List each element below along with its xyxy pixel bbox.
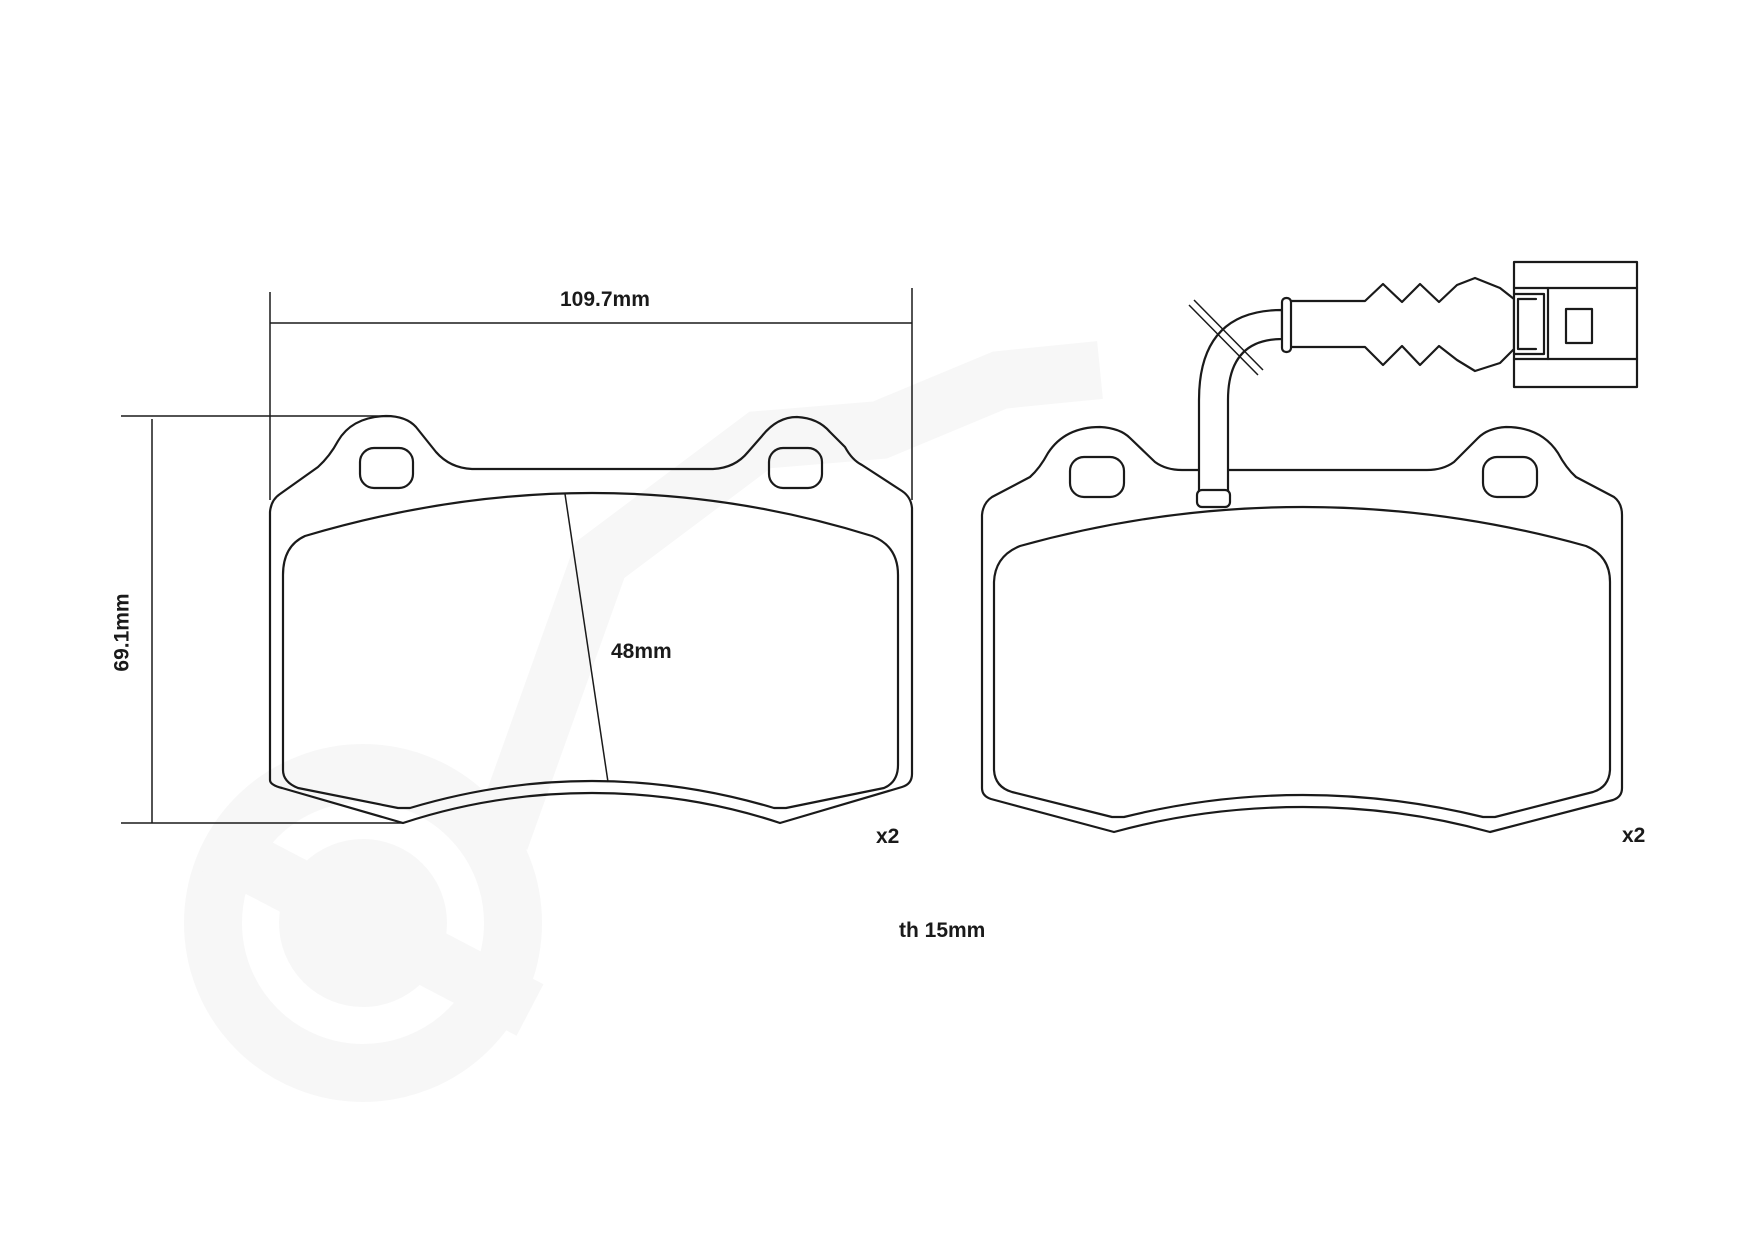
sensor-tube bbox=[1287, 276, 1516, 373]
friction-material-outline bbox=[992, 505, 1612, 819]
mounting-hole-right bbox=[1481, 455, 1539, 499]
cut-mark-icon bbox=[1188, 299, 1264, 376]
friction-material-outline bbox=[281, 491, 900, 810]
backing-plate-outline bbox=[980, 425, 1624, 834]
mounting-hole-right bbox=[767, 446, 824, 490]
right-pad bbox=[980, 260, 1639, 834]
right-pad-quantity: x2 bbox=[1622, 824, 1646, 847]
height-dimension bbox=[121, 415, 403, 824]
thickness-label: th 15mm bbox=[899, 919, 986, 942]
sensor-tip bbox=[1195, 488, 1232, 509]
mounting-hole-left bbox=[358, 446, 415, 490]
width-dimension bbox=[269, 288, 913, 500]
connector-square-icon bbox=[1564, 307, 1594, 345]
brembo-watermark-logo bbox=[184, 341, 1103, 1102]
wear-sensor bbox=[1188, 260, 1639, 509]
sensor-wire bbox=[1197, 308, 1284, 493]
friction-height-label: 48mm bbox=[611, 640, 672, 663]
sensor-connector bbox=[1512, 260, 1639, 389]
sensor-collar bbox=[1280, 296, 1293, 354]
left-pad bbox=[121, 288, 914, 825]
backing-plate-outline bbox=[268, 414, 914, 825]
width-dimension-label: 109.7mm bbox=[560, 288, 650, 311]
left-pad-quantity: x2 bbox=[876, 825, 900, 848]
height-dimension-label: 69.1mm bbox=[110, 593, 134, 672]
friction-height-line bbox=[564, 493, 609, 783]
mounting-hole-left bbox=[1068, 455, 1126, 499]
